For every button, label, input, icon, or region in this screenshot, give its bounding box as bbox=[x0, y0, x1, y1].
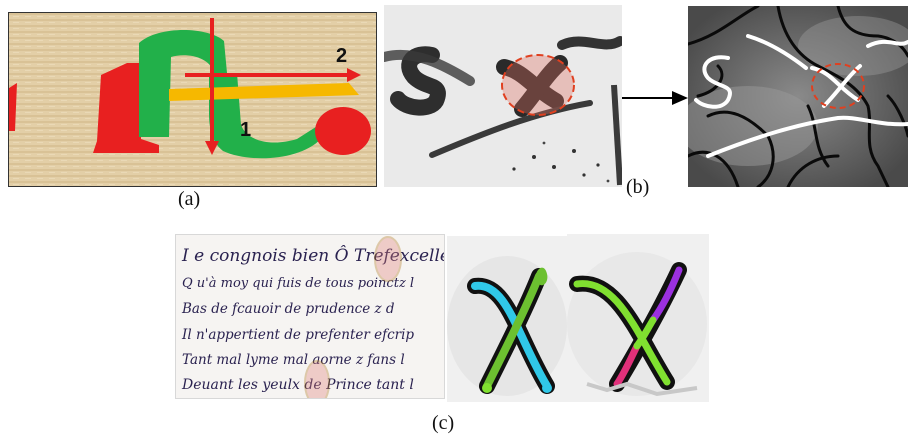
red-stroke-left bbox=[9, 83, 17, 131]
manuscript-line-1: I e congnois bien Ô Trefexcellen bbox=[181, 245, 444, 266]
caption-c: (c) bbox=[432, 412, 455, 434]
panel-b-skeleton-map bbox=[688, 6, 908, 187]
panel-b-arrow bbox=[622, 91, 688, 105]
highlight-ellipse-skeleton bbox=[811, 63, 865, 109]
caption-a: (a) bbox=[178, 188, 201, 210]
green-arch bbox=[139, 30, 227, 137]
highlight-ellipse-top bbox=[374, 236, 402, 282]
manuscript-line-2: Q u'à moy qui fuis de tous poinctz l bbox=[182, 276, 414, 291]
manuscript-line-3: Bas de fcauoir de prudence z d bbox=[181, 301, 395, 317]
manuscript-line-4: Il n'appertient de prefenter efcrip bbox=[181, 327, 414, 343]
purple-stroke bbox=[649, 266, 683, 324]
arrow-2-label: 2 bbox=[336, 45, 348, 67]
arrow-1-label: 1 bbox=[240, 119, 252, 141]
highlight-ellipse-b bbox=[502, 55, 574, 115]
orange-crossbar bbox=[169, 83, 359, 101]
highlight-ellipse-bottom bbox=[304, 360, 330, 398]
panel-c-x-stroke-b bbox=[567, 234, 709, 402]
panel-a-letter-diagram: 1 2 bbox=[8, 12, 377, 187]
red-stroke-right bbox=[315, 107, 371, 155]
green-stroke bbox=[483, 272, 543, 390]
lime-stroke bbox=[573, 280, 671, 386]
manuscript-line-5: Tant mal lyme mal aorne z fans l bbox=[182, 352, 405, 368]
red-stroke-stem bbox=[93, 63, 159, 153]
panel-b-grayscale-crop bbox=[384, 5, 622, 187]
panel-c-x-stroke-a bbox=[447, 236, 567, 402]
manuscript-line-6: Deuant les yeulx de Prince tant l bbox=[181, 377, 414, 393]
panel-c-manuscript: I e congnois bien Ô Trefexcellen Q u'à m… bbox=[175, 234, 445, 399]
cyan-stroke bbox=[471, 281, 551, 390]
caption-b: (b) bbox=[626, 176, 650, 198]
